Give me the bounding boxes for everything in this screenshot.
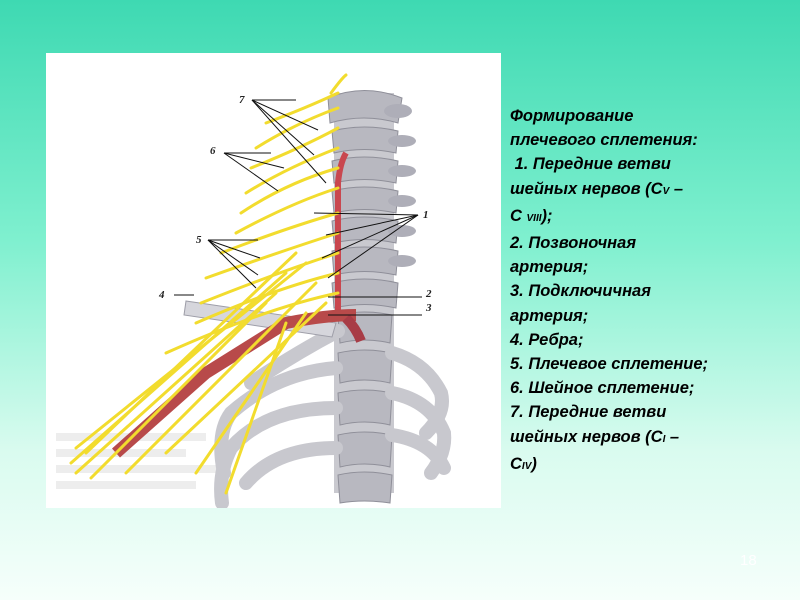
caption-title-line-2: плечевого сплетения: bbox=[510, 131, 698, 150]
figure-caption: Формирование плечевого сплетения: 1. Пер… bbox=[510, 104, 790, 479]
caption-item-2-line-2: артерия; bbox=[510, 258, 589, 277]
label-5: 5 bbox=[196, 234, 202, 246]
caption-item-6: 6. Шейное сплетение; bbox=[510, 379, 695, 398]
caption-item-7-line-2: шейных нервов (СI – bbox=[510, 427, 680, 446]
label-1: 1 bbox=[423, 209, 429, 221]
ribs bbox=[214, 324, 452, 508]
leader-lines bbox=[174, 99, 422, 316]
figure-labels: 7 6 1 5 4 2 3 bbox=[158, 94, 432, 314]
caption-title-line-1: Формирование bbox=[510, 107, 634, 125]
label-7: 7 bbox=[239, 94, 245, 106]
anatomy-illustration: 7 6 1 5 4 2 3 bbox=[46, 53, 501, 508]
caption-item-2-line-1: 2. Позвоночная bbox=[510, 234, 637, 253]
caption-item-7-line-3: СIV) bbox=[510, 454, 537, 473]
vertebral-column bbox=[327, 90, 416, 504]
caption-item-1-line-2: шейных нервов (СV – bbox=[510, 179, 683, 198]
caption-item-5: 5. Плечевое сплетение; bbox=[510, 355, 709, 374]
caption-item-4: 4. Ребра; bbox=[510, 330, 584, 349]
label-6: 6 bbox=[210, 145, 216, 157]
brachial-plexus-drawing: 7 6 1 5 4 2 3 bbox=[56, 73, 452, 508]
label-4: 4 bbox=[158, 289, 165, 301]
label-3: 3 bbox=[425, 302, 432, 314]
caption-item-3-line-2: артерия; bbox=[510, 306, 589, 325]
page-number: 18 bbox=[740, 552, 757, 569]
caption-item-1-line-1: 1. Передние ветви bbox=[510, 155, 671, 174]
caption-item-3-line-1: 3. Подключичная bbox=[510, 282, 651, 301]
caption-item-1-line-3: С VIII); bbox=[510, 206, 553, 225]
nerves bbox=[69, 73, 348, 495]
caption-item-7-line-1: 7. Передние ветви bbox=[510, 403, 667, 422]
label-2: 2 bbox=[425, 288, 432, 300]
